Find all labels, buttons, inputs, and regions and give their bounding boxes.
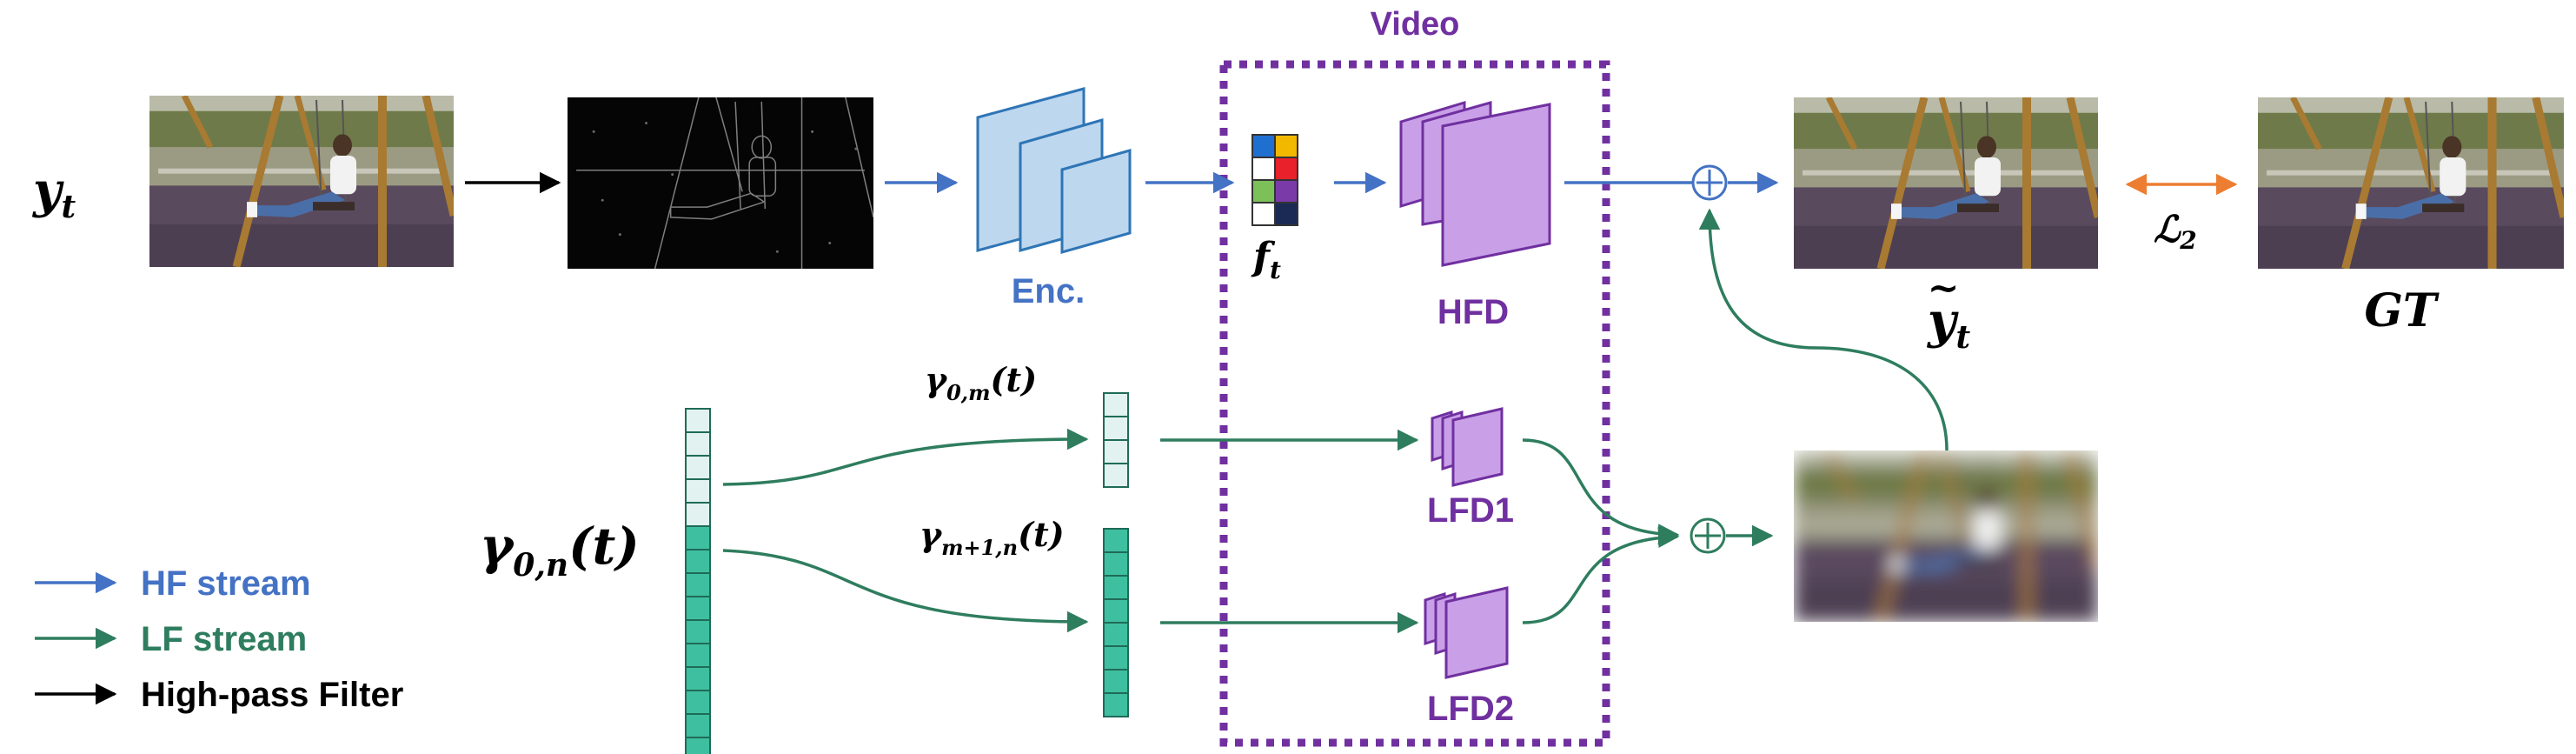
hf-sum-node <box>1691 164 1728 201</box>
vector-cell <box>1103 598 1129 624</box>
vector-cell <box>1103 463 1129 488</box>
vector-cell <box>685 643 711 668</box>
output-image <box>1794 97 2098 269</box>
lfd1-block <box>1431 407 1504 487</box>
input-label: yt <box>31 162 76 225</box>
section-title: Video <box>1371 6 1460 43</box>
lf-curve-low <box>722 428 1089 486</box>
vector-cell <box>1103 622 1129 647</box>
gamma-high-vector <box>1103 528 1129 717</box>
vector-cell <box>685 619 711 644</box>
feature-cell <box>1274 202 1298 226</box>
hfd-label: HFD <box>1437 293 1509 331</box>
feature-cell <box>1251 202 1276 226</box>
vector-cell <box>685 666 711 691</box>
feature-cell <box>1251 157 1276 181</box>
feature-cell <box>1251 134 1276 158</box>
video-box <box>1219 60 1610 747</box>
lf-output-image <box>1794 450 2098 622</box>
lf-curve-lfd2-out <box>1522 526 1680 624</box>
vector-cell <box>685 478 711 504</box>
gamma-full-vector <box>685 408 711 754</box>
feature-cell <box>1274 134 1298 158</box>
feature-cell <box>1274 157 1298 181</box>
vector-cell <box>685 737 711 754</box>
lfd1-label: LFD1 <box>1427 491 1514 530</box>
vector-cell <box>685 690 711 715</box>
legend-label-lf: LF stream <box>141 620 307 658</box>
output-label: yt <box>1926 292 1971 356</box>
output-tilde: ~ <box>1928 266 1960 310</box>
vector-cell <box>1103 669 1129 694</box>
vector-cell <box>1103 575 1129 600</box>
vector-cell <box>1103 551 1129 577</box>
feature-grid <box>1251 134 1298 226</box>
legend-item-lf: LF stream <box>35 620 307 658</box>
loss-label: ℒ2 <box>2154 208 2197 255</box>
lf-curve-lfd1-out <box>1522 438 1680 545</box>
encoder-label: Enc. <box>1012 272 1085 310</box>
feature-cell <box>1274 179 1298 204</box>
vector-cell <box>685 455 711 480</box>
vector-cell <box>1103 416 1129 441</box>
vector-cell <box>1103 392 1129 417</box>
feature-cell <box>1251 179 1276 204</box>
legend: HF stream LF stream High-pass Filter <box>35 564 403 714</box>
vector-cell <box>685 572 711 597</box>
legend-label-hf: HF stream <box>141 564 311 603</box>
vector-cell <box>685 549 711 574</box>
vector-cell <box>1103 528 1129 553</box>
gt-image <box>2258 97 2564 269</box>
lfd2-block <box>1424 586 1509 679</box>
gt-label: GT <box>2364 284 2439 337</box>
lf-sum-node <box>1690 517 1726 554</box>
input-image <box>149 96 454 267</box>
lf-feedback-curve <box>1698 208 1949 451</box>
highpass-image <box>568 97 873 269</box>
legend-item-hf: HF stream <box>35 564 311 603</box>
vector-cell <box>1103 645 1129 671</box>
vector-cell <box>685 596 711 621</box>
lf-curve-high <box>722 549 1089 633</box>
vector-cell <box>685 525 711 550</box>
lfd2-label: LFD2 <box>1427 690 1514 728</box>
feature-label: ft <box>1251 235 1281 284</box>
vector-cell <box>685 408 711 433</box>
vector-cell <box>685 431 711 457</box>
gamma-full-label: γ0,n(t) <box>480 517 640 584</box>
hfd-block <box>1399 100 1551 267</box>
legend-item-highpass: High-pass Filter <box>35 676 403 714</box>
gamma-low-vector <box>1103 392 1129 488</box>
vector-cell <box>685 502 711 527</box>
gamma-low-label: γ0,m(t) <box>925 360 1037 405</box>
gamma-high-label: γm+1,n(t) <box>920 515 1065 560</box>
legend-label-highpass: High-pass Filter <box>141 676 403 714</box>
encoder-block <box>976 87 1132 254</box>
vector-cell <box>1103 439 1129 464</box>
vector-cell <box>685 713 711 738</box>
vector-cell <box>1103 692 1129 717</box>
